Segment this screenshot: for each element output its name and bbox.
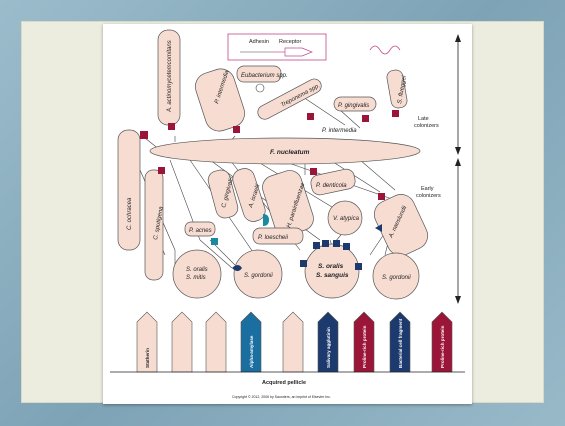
pellicle-receptor-5 xyxy=(283,312,303,372)
cell-eubacterium: Eubacterium spp. xyxy=(237,66,288,92)
cell-s-gordonii-left: S. gordonii xyxy=(232,250,282,298)
cell-c-ochracea-top: C. ochracea xyxy=(118,130,148,250)
svg-text:P. loescheii: P. loescheii xyxy=(258,235,289,241)
pellicle-receptor-label: Statherin xyxy=(145,348,150,368)
svg-text:C. ochracea: C. ochracea xyxy=(127,197,133,230)
pellicle-receptor-label: Proline-rich protein xyxy=(440,325,445,368)
cell-c-sputigena: C. sputigena xyxy=(145,167,165,280)
pellicle-receptor-7: Proline-rich protein xyxy=(354,312,374,372)
early-colonizers-label-2: colonizers xyxy=(416,193,441,199)
legend-box: Adhesin Receptor xyxy=(228,34,326,60)
colonizer-arrows xyxy=(455,34,461,304)
cell-s-oralis-sanguis: S. oralis S. sanguis xyxy=(300,240,362,298)
late-colonizers-label-1: Late xyxy=(418,116,429,122)
svg-text:V. atypica: V. atypica xyxy=(333,216,360,222)
pellicle-receptor-1: Statherin xyxy=(137,312,157,372)
cell-a-israelii: A. israelii xyxy=(230,166,269,226)
svg-text:S. sanguis: S. sanguis xyxy=(316,272,349,279)
pellicle-receptor-label: Alpha-amylase xyxy=(249,335,254,368)
pellicle-receptor-9: Proline-rich protein xyxy=(432,312,452,372)
pellicle-receptor-6: Salivary agglutinin xyxy=(318,312,338,372)
cell-a-actinomycetemcomitans: A. actinomycetemcomitans xyxy=(158,30,180,130)
pellicle-receptor-2 xyxy=(172,312,192,372)
svg-text:A. actinomycetemcomitans: A. actinomycetemcomitans xyxy=(167,40,173,113)
pellicle-receptors: Statherin Alpha-amylase Salivary agglutini… xyxy=(137,312,452,372)
cell-s-gordonii-right: S. gordonii xyxy=(373,253,419,299)
pellicle-receptor-label: Bacterial cell fragment xyxy=(398,318,403,368)
svg-text:F. nucleatum: F. nucleatum xyxy=(270,149,310,156)
adhesin-red xyxy=(307,113,314,120)
late-colonizers-label-2: colonizers xyxy=(414,123,439,129)
adhesin-red xyxy=(362,115,369,122)
cell-a-naeslundii: A. naeslundii xyxy=(370,190,433,260)
svg-text:S. mitis: S. mitis xyxy=(186,275,206,281)
svg-text:S. oralis: S. oralis xyxy=(318,263,344,270)
copyright-text: Copyright © 2012, 2006 by Saunders, an i… xyxy=(232,395,331,399)
svg-text:P. acnes: P. acnes xyxy=(189,228,212,234)
cell-p-denticola: P. denticola xyxy=(309,168,356,197)
svg-text:P. denticola: P. denticola xyxy=(316,183,347,189)
legend-adhesin-label: Adhesin xyxy=(249,39,269,45)
svg-text:Eubacterium spp.: Eubacterium spp. xyxy=(241,73,288,79)
legend-receptor-label: Receptor xyxy=(279,39,301,45)
cell-f-nucleatum: F. nucleatum xyxy=(150,138,420,164)
early-colonizers-label-1: Early xyxy=(421,186,434,192)
svg-text:S. gordonii: S. gordonii xyxy=(244,273,273,279)
acquired-pellicle-label: Acquired pellicle xyxy=(262,380,306,386)
pellicle-receptor-label: Proline-rich protein xyxy=(362,325,367,368)
cell-p-loescheii: P. loescheii xyxy=(253,228,303,244)
pellicle-receptor-8: Bacterial cell fragment xyxy=(390,312,410,372)
pellicle-receptor-label: Salivary agglutinin xyxy=(326,327,331,368)
pellicle-receptor-4: Alpha-amylase xyxy=(241,312,261,372)
cell-p-gingivalis: P. gingivalis xyxy=(334,97,376,111)
label-p-intermedia: P. intermedia xyxy=(322,128,357,134)
svg-text:S. gordonii: S. gordonii xyxy=(382,275,411,281)
svg-text:P. gingivalis: P. gingivalis xyxy=(338,103,369,109)
cell-s-oralis-mitis: S. oralis S. mitis xyxy=(173,250,221,298)
pellicle-receptor-3 xyxy=(206,312,226,372)
svg-text:S. oralis: S. oralis xyxy=(186,267,208,273)
